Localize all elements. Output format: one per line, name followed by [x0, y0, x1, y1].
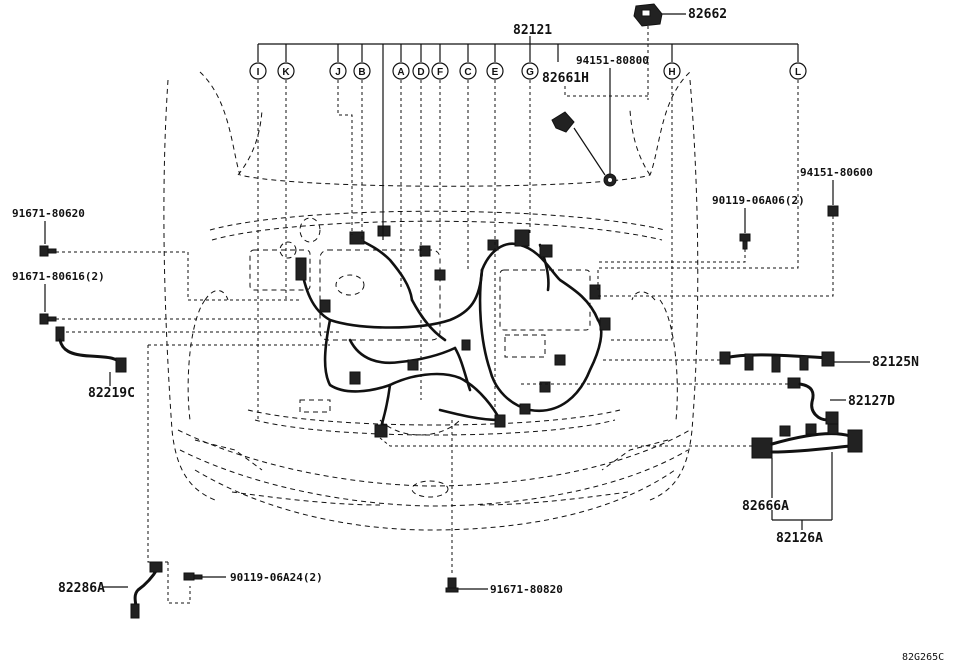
bolt-90119-06A06 [598, 233, 751, 263]
part-label-82219C: 82219C [88, 386, 135, 401]
callout-H-label: H [668, 67, 675, 78]
callout-D-label: D [417, 67, 424, 78]
callout-leaders [257, 36, 799, 420]
part-label-82127D: 82127D [848, 394, 895, 409]
callout-C [459, 62, 477, 80]
nut-94151-80600 [598, 205, 839, 297]
relay-82662 [633, 3, 686, 100]
callout-L [789, 62, 807, 80]
callout-G-label: G [526, 67, 534, 78]
callout-K-label: K [282, 67, 290, 78]
callout-B [353, 62, 371, 80]
callout-F-label: F [437, 67, 443, 78]
callout-H [663, 62, 681, 80]
bracket-82661H [551, 86, 648, 176]
part-label-82666A: 82666A [742, 499, 789, 514]
main-wire-harness [295, 225, 611, 438]
part-label-82126A: 82126A [776, 531, 823, 546]
callout-J-label: J [335, 67, 341, 78]
part-label-91671-80620: 91671-80620 [12, 207, 85, 220]
callout-F [431, 62, 449, 80]
callout-I-label: I [257, 67, 260, 78]
part-label-90119-06A24: 90119-06A24(2) [230, 571, 323, 584]
harness-82126A [379, 423, 863, 521]
vehicle-body-outline [163, 71, 699, 531]
bolt-90119-06A24 [183, 572, 226, 581]
callout-I [249, 62, 267, 80]
callout-E-label: E [492, 67, 499, 78]
wire-82219C [55, 326, 340, 373]
bolt-91671-80820 [445, 420, 488, 593]
engine-bay-components [249, 217, 591, 436]
wire-82286A [103, 344, 330, 619]
callout-A-label: A [397, 67, 404, 78]
part-label-82286A: 82286A [58, 581, 105, 596]
callout-G [521, 62, 539, 80]
callout-A [392, 62, 410, 80]
bolt-91671-80616 [39, 313, 320, 325]
part-label-82662: 82662 [688, 7, 727, 22]
callout-circles: I K J B A D F C E G H L [249, 62, 807, 80]
part-label-82121: 82121 [513, 23, 552, 38]
part-label-94151-80600: 94151-80600 [800, 166, 873, 179]
callout-E [486, 62, 504, 80]
part-label-91671-80616: 91671-80616(2) [12, 270, 105, 283]
part-label-82125N: 82125N [872, 355, 919, 370]
bolt-91671-80620 [39, 245, 300, 301]
callout-D [412, 62, 430, 80]
part-label-82661H: 82661H [542, 71, 589, 86]
figure-code: 82G265C [902, 652, 944, 663]
callout-B-label: B [358, 67, 365, 78]
harness-82125N [600, 351, 870, 373]
nut-94151-80800 [603, 173, 617, 187]
wire-82127D [520, 377, 846, 425]
callout-K [277, 62, 295, 80]
callout-C-label: C [464, 67, 471, 78]
part-label-94151-80800: 94151-80800 [576, 54, 649, 67]
callout-L-label: L [795, 67, 801, 78]
part-label-91671-80820: 91671-80820 [490, 583, 563, 596]
callout-J [329, 62, 347, 80]
part-label-90119-06A06: 90119-06A06(2) [712, 194, 805, 207]
